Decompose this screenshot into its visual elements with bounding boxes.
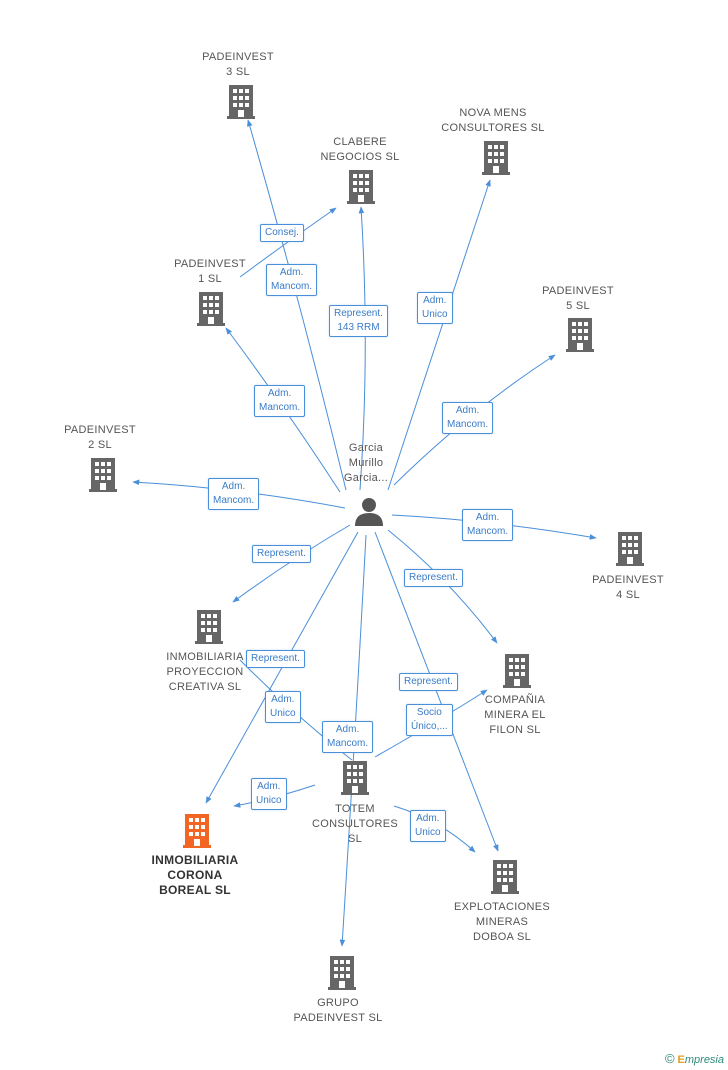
node-padeinvest2-label[interactable]: PADEINVEST 2 SL <box>64 424 136 451</box>
building-icon <box>341 761 369 795</box>
node-padeinvest3-label[interactable]: PADEINVEST 3 SL <box>202 51 274 78</box>
edge-padeinvest3 <box>247 119 347 491</box>
edge-label-adm-unico-corona[interactable]: Adm. Unico <box>251 778 287 810</box>
edge-label-consej[interactable]: Consej. <box>260 224 304 242</box>
empresia-logo[interactable]: ©Empresia <box>665 1051 724 1066</box>
building-icon <box>616 532 644 566</box>
edge-doboa <box>374 531 499 852</box>
main-building-icon <box>183 814 211 848</box>
brand-name: mpresia <box>684 1054 724 1066</box>
copyright-symbol: © <box>664 1051 675 1066</box>
edge-corona <box>205 531 359 804</box>
center-person-label[interactable]: Garcia Murillo Garcia... <box>343 442 389 484</box>
node-padeinvest5-label[interactable]: PADEINVEST 5 SL <box>542 285 614 312</box>
building-icon <box>197 292 225 326</box>
edge-label-repr-corona[interactable]: Represent. <box>246 650 305 668</box>
node-compania-label[interactable]: COMPAÑIA MINERA EL FILON SL <box>484 694 546 736</box>
building-icon <box>227 85 255 119</box>
building-icon <box>503 654 531 688</box>
node-clabere-label[interactable]: CLABERE NEGOCIOS SL <box>320 136 400 163</box>
building-icon <box>89 458 117 492</box>
edge-novamens <box>387 179 491 491</box>
brand-e: E <box>677 1054 685 1066</box>
edge-label-adm-unico-doboa[interactable]: Adm. Unico <box>410 810 446 842</box>
edge-label-repr-clabere[interactable]: Represent. 143 RRM <box>329 305 388 337</box>
building-icon <box>566 318 594 352</box>
edge-label-adm-p4[interactable]: Adm. Mancom. <box>462 509 514 541</box>
edge-label-socio[interactable]: Socio Único,... <box>406 704 453 736</box>
edge-label-repr-comp[interactable]: Represent. <box>404 569 463 587</box>
node-proyeccion-label[interactable]: INMOBILIARIA PROYECCION CREATIVA SL <box>166 651 244 693</box>
building-icon <box>491 860 519 894</box>
edge-label-adm-unico[interactable]: Adm. Unico <box>265 691 301 723</box>
edge-label-repr-proy[interactable]: Represent. <box>252 545 311 563</box>
node-grupo-label[interactable]: GRUPO PADEINVEST SL <box>293 997 383 1024</box>
building-icon <box>195 610 223 644</box>
node-doboa-label[interactable]: EXPLOTACIONES MINERAS DOBOA SL <box>454 901 550 943</box>
edge-clabere <box>358 206 366 491</box>
node-novamens-label[interactable]: NOVA MENS CONSULTORES SL <box>441 107 545 134</box>
node-padeinvest4-label[interactable]: PADEINVEST 4 SL <box>592 574 664 601</box>
edge-label-adm-p1[interactable]: Adm. Mancom. <box>254 385 306 417</box>
node-corona-label[interactable]: INMOBILIARIA CORONA BOREAL SL <box>151 853 239 897</box>
node-padeinvest1-label[interactable]: PADEINVEST 1 SL <box>174 258 246 285</box>
edge-label-adm-p3[interactable]: Adm. Mancom. <box>266 264 318 296</box>
edge-proyeccion <box>232 524 351 603</box>
person-icon <box>355 498 383 526</box>
edge-label-adm-grupo[interactable]: Adm. Mancom. <box>322 721 374 753</box>
building-icon <box>328 956 356 990</box>
edge-label-adm-nova[interactable]: Adm. Unico <box>417 292 453 324</box>
edge-label-adm-p5[interactable]: Adm. Mancom. <box>442 402 494 434</box>
node-totem-label[interactable]: TOTEM CONSULTORES SL <box>311 803 399 845</box>
edge-label-repr-doboa[interactable]: Represent. <box>399 673 458 691</box>
edge-label-adm-p2[interactable]: Adm. Mancom. <box>208 478 260 510</box>
building-icon <box>482 141 510 175</box>
building-icon <box>347 170 375 204</box>
